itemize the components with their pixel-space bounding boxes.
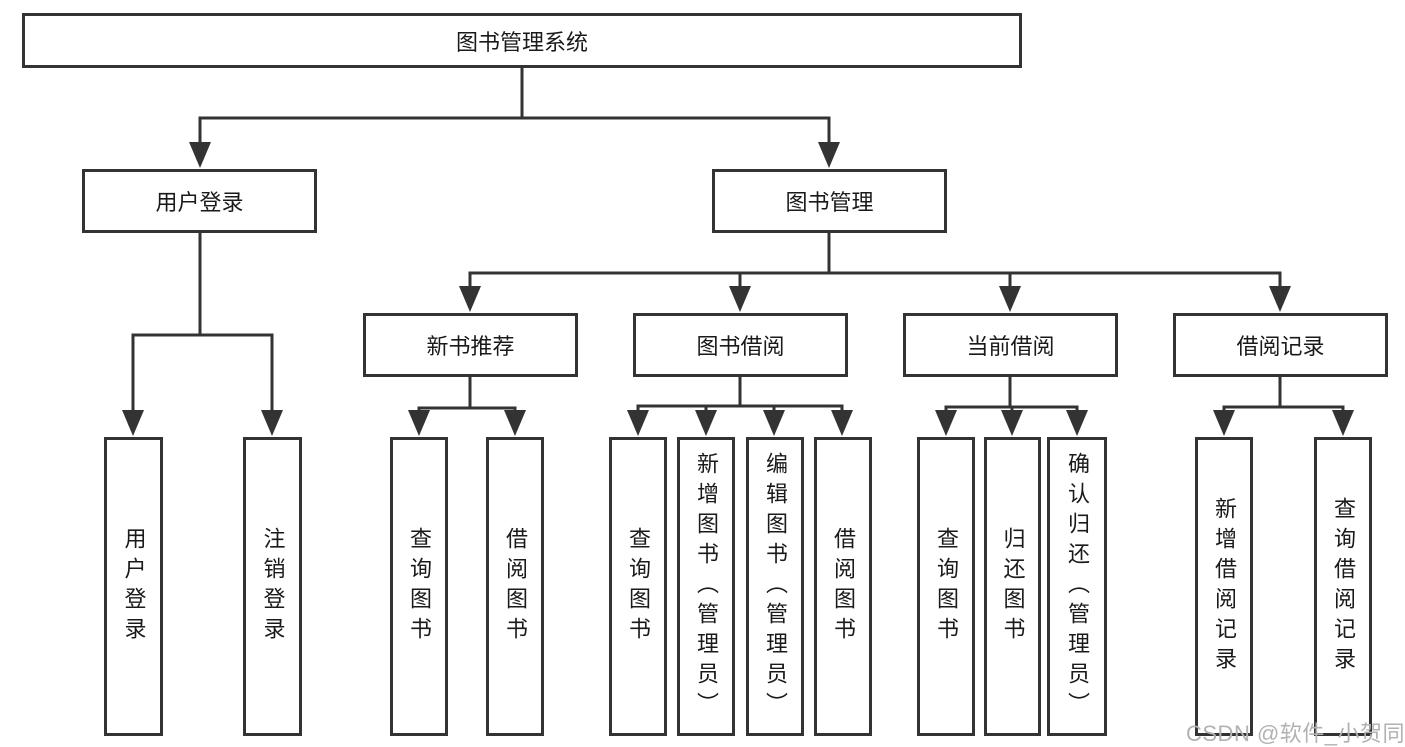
node-user-login: 用户登录 — [82, 169, 317, 233]
leaf-edit-book-admin: 编辑图书（管理员） — [746, 437, 804, 736]
arrowhead-icon — [1269, 286, 1291, 312]
leaf-label: 查询图书 — [407, 526, 432, 647]
node-label: 图书借阅 — [696, 334, 785, 359]
leaf-logout: 注销登录 — [243, 437, 302, 736]
arrowhead-icon — [1001, 410, 1023, 436]
arrowhead-icon — [818, 142, 840, 168]
arrowhead-icon — [999, 286, 1021, 312]
arrowhead-icon — [695, 410, 717, 436]
node-label: 借阅记录 — [1236, 334, 1325, 359]
leaf-label: 查询借阅记录 — [1331, 496, 1356, 677]
leaf-label: 编辑图书（管理员） — [763, 451, 788, 722]
leaf-query-books-borrow: 查询图书 — [609, 437, 667, 736]
leaf-borrow-books-recommend: 借阅图书 — [486, 437, 544, 736]
leaf-return-book: 归还图书 — [984, 437, 1041, 736]
node-label: 当前借阅 — [966, 334, 1055, 359]
arrowhead-icon — [408, 410, 430, 436]
leaf-query-books-current: 查询图书 — [917, 437, 975, 736]
leaf-label: 注销登录 — [260, 526, 286, 647]
node-book-management: 图书管理 — [712, 169, 947, 233]
node-new-book-recommend: 新书推荐 — [363, 313, 578, 377]
arrowhead-icon — [935, 410, 957, 436]
node-current-borrow: 当前借阅 — [903, 313, 1118, 377]
arrowhead-icon — [504, 410, 526, 436]
node-label: 新书推荐 — [426, 334, 515, 359]
node-label: 图书管理系统 — [455, 29, 588, 55]
node-label: 图书管理 — [785, 190, 874, 215]
leaf-add-book-admin: 新增图书（管理员） — [677, 437, 735, 736]
leaf-label: 归还图书 — [1000, 526, 1026, 647]
arrowhead-icon — [1066, 410, 1088, 436]
leaf-add-borrow-record: 新增借阅记录 — [1195, 437, 1253, 736]
arrowhead-icon — [729, 286, 751, 312]
leaf-query-borrow-record: 查询借阅记录 — [1314, 437, 1372, 736]
leaf-label: 用户登录 — [121, 526, 147, 647]
arrowhead-icon — [122, 410, 144, 436]
leaf-user-login: 用户登录 — [104, 437, 163, 736]
leaf-label: 新增借阅记录 — [1212, 496, 1237, 677]
arrowhead-icon — [1213, 410, 1235, 436]
leaf-label: 查询图书 — [626, 526, 651, 647]
arrowhead-icon — [189, 142, 211, 168]
arrowhead-icon — [763, 410, 785, 436]
arrowhead-icon — [627, 410, 649, 436]
leaf-query-books-recommend: 查询图书 — [390, 437, 448, 736]
arrowhead-icon — [459, 286, 481, 312]
node-borrow-records: 借阅记录 — [1173, 313, 1388, 377]
node-library-management-system: 图书管理系统 — [22, 13, 1022, 68]
arrowhead-icon — [831, 410, 853, 436]
csdn-watermark: CSDN @软件_小贺同学 — [1186, 721, 1405, 746]
leaf-confirm-return-admin: 确认归还（管理员） — [1047, 437, 1107, 736]
arrowhead-icon — [1332, 410, 1354, 436]
arrowhead-icon — [261, 410, 283, 436]
leaf-label: 新增图书（管理员） — [694, 451, 719, 722]
leaf-label: 确认归还（管理员） — [1065, 451, 1090, 722]
leaf-label: 借阅图书 — [503, 526, 528, 647]
leaf-borrow-books-borrow: 借阅图书 — [814, 437, 872, 736]
leaf-label: 查询图书 — [934, 526, 959, 647]
leaf-label: 借阅图书 — [831, 526, 856, 647]
node-label: 用户登录 — [155, 190, 244, 215]
node-book-borrow: 图书借阅 — [633, 313, 848, 377]
